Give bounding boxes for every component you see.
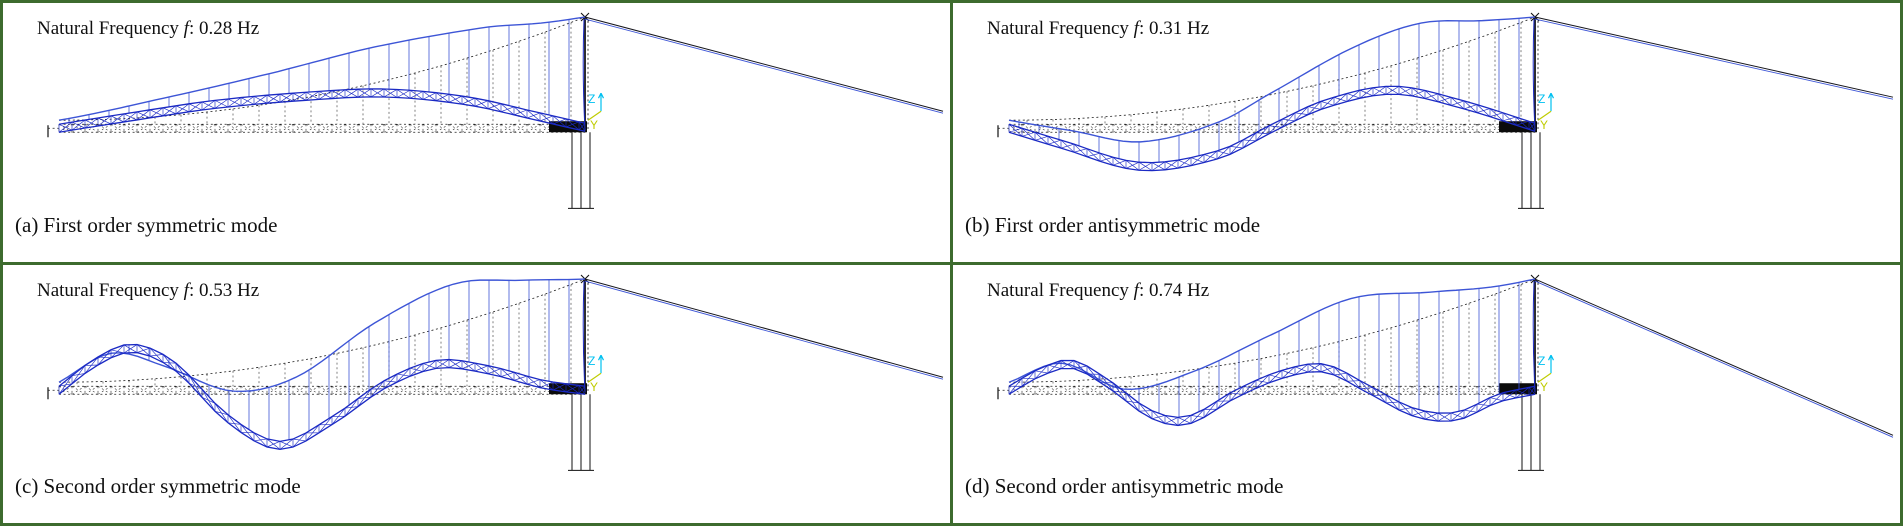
frequency-symbol: f	[183, 18, 189, 39]
bearing-block	[1499, 121, 1537, 133]
bridge-mode-diagram-c: ZY	[47, 274, 944, 471]
frequency-text: Natural Frequency	[37, 279, 184, 301]
frequency-label: Natural Frequency f: 0.31 Hz	[987, 18, 1209, 40]
panel-caption: (d) Second order antisymmetric mode	[965, 474, 1284, 498]
frequency-value: : 0.53 Hz	[188, 279, 260, 301]
bearing-block	[549, 382, 587, 394]
axis-y-label: Y	[1540, 380, 1548, 394]
frequency-symbol: f	[183, 279, 189, 301]
frequency-value: : 0.28 Hz	[188, 18, 260, 39]
frequency-symbol: f	[1133, 279, 1139, 301]
frequency-label: Natural Frequency f: 0.53 Hz	[37, 280, 259, 302]
frequency-label: Natural Frequency f: 0.74 Hz	[987, 280, 1209, 302]
axis-y-label: Y	[590, 380, 598, 394]
axis-z-label: Z	[588, 354, 595, 368]
bridge-mode-diagram-a: ZY	[47, 12, 944, 209]
axis-y-label: Y	[1540, 118, 1548, 132]
frequency-text: Natural Frequency	[987, 279, 1134, 301]
frequency-text: Natural Frequency	[37, 18, 184, 39]
panel-caption: (a) First order symmetric mode	[15, 212, 278, 237]
bridge-mode-diagram-b: ZY	[997, 12, 1894, 209]
frequency-label: Natural Frequency f: 0.28 Hz	[37, 18, 259, 40]
frequency-text: Natural Frequency	[987, 18, 1134, 39]
axis-z-label: Z	[1538, 354, 1545, 368]
axis-y-label: Y	[590, 118, 598, 132]
axis-z-label: Z	[588, 92, 595, 106]
bearing-block	[1499, 382, 1537, 394]
bridge-mode-diagram-d: ZY	[997, 274, 1894, 471]
axis-z-label: Z	[1538, 92, 1545, 106]
frequency-value: : 0.31 Hz	[1138, 18, 1210, 39]
panel-caption: (b) First order antisymmetric mode	[965, 212, 1261, 237]
frequency-symbol: f	[1133, 18, 1139, 39]
frequency-value: : 0.74 Hz	[1138, 279, 1210, 301]
panel-caption: (c) Second order symmetric mode	[15, 474, 301, 498]
